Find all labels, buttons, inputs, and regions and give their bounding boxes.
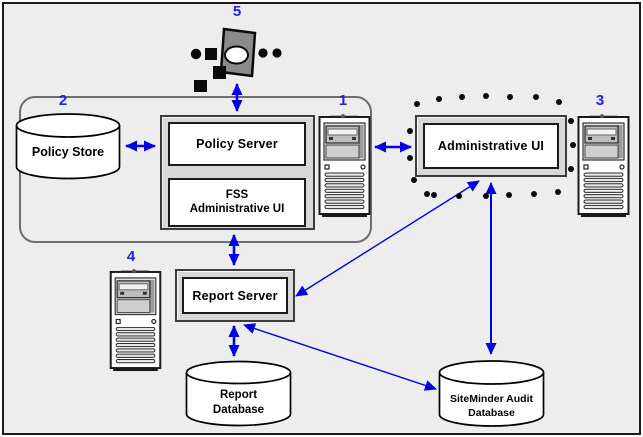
report-database-label: Report Database — [212, 389, 265, 416]
policy-server-label: Policy Server — [196, 137, 278, 151]
report-server-panel: Report Server — [175, 269, 295, 322]
fss-admin-ui-box: FSS Administrative UI — [168, 178, 306, 227]
admin-ui-box: Administrative UI — [423, 123, 559, 169]
policy-store-cylinder — [15, 113, 121, 180]
web-agent-icon — [190, 27, 282, 92]
policy-store-label: Policy Store — [31, 145, 105, 159]
server-tower-3-icon — [577, 113, 630, 219]
callout-1: 1 — [338, 92, 348, 109]
report-server-box: Report Server — [182, 277, 288, 314]
fss-admin-ui-label: FSS Administrative UI — [189, 188, 285, 215]
audit-database-label: SiteMinder Audit Database — [449, 393, 534, 419]
callout-4: 4 — [126, 248, 136, 265]
server-tower-4-icon — [108, 268, 163, 373]
server-tower-1-icon — [318, 113, 371, 219]
callout-3: 3 — [595, 92, 605, 109]
policy-server-box: Policy Server — [168, 122, 306, 166]
callout-2: 2 — [58, 92, 68, 109]
admin-ui-panel: Administrative UI — [415, 115, 567, 177]
audit-database-cylinder — [438, 360, 545, 427]
admin-ui-label: Administrative UI — [437, 139, 545, 153]
policy-server-panel: Policy Server FSS Administrative UI — [160, 115, 315, 230]
callout-5: 5 — [232, 3, 242, 20]
report-server-label: Report Server — [192, 288, 278, 303]
